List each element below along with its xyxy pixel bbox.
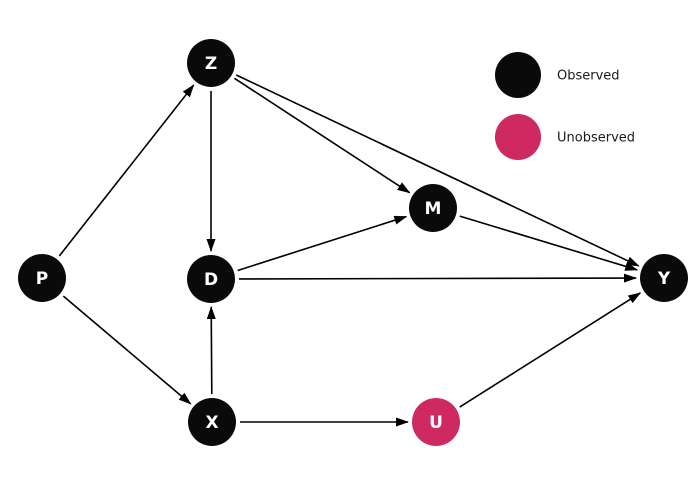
node-X-circle xyxy=(188,398,236,446)
edge-M-Y xyxy=(459,215,639,271)
node-U-label: U xyxy=(429,413,443,433)
legend-label-unobserved: Unobserved xyxy=(557,131,635,146)
node-P-circle xyxy=(18,254,66,302)
node-Z: Z xyxy=(187,39,235,87)
edge-Z-M xyxy=(234,77,411,194)
legend-swatch-observed xyxy=(495,52,541,98)
node-Y-label: Y xyxy=(657,269,671,289)
node-X: X xyxy=(188,398,236,446)
edge-D-M xyxy=(237,215,408,272)
node-M-circle xyxy=(409,184,457,232)
node-Z-circle xyxy=(187,39,235,87)
node-D-circle xyxy=(187,255,235,303)
legend-item-unobserved: Unobserved xyxy=(495,114,635,160)
legend-label-observed: Observed xyxy=(557,69,620,84)
nodes-layer: P Z D X M U Y xyxy=(18,39,688,446)
node-Y-circle xyxy=(640,254,688,302)
node-D: D xyxy=(187,255,235,303)
legend-swatch-unobserved xyxy=(495,114,541,160)
node-M-label: M xyxy=(425,199,442,219)
node-P-label: P xyxy=(36,269,48,289)
legend-item-observed: Observed xyxy=(495,52,620,98)
node-U-circle xyxy=(412,398,460,446)
edges-layer xyxy=(58,74,642,427)
edge-P-Z xyxy=(58,84,195,257)
node-D-label: D xyxy=(204,270,218,290)
node-P: P xyxy=(18,254,66,302)
node-Z-label: Z xyxy=(205,54,217,74)
edge-D-Y xyxy=(238,273,638,283)
edge-X-D xyxy=(206,305,216,395)
edge-U-Y xyxy=(459,292,642,408)
node-Y: Y xyxy=(640,254,688,302)
edge-P-X xyxy=(62,295,192,405)
node-U: U xyxy=(412,398,460,446)
edge-Z-Y xyxy=(235,74,640,267)
node-M: M xyxy=(409,184,457,232)
node-X-label: X xyxy=(205,413,218,433)
